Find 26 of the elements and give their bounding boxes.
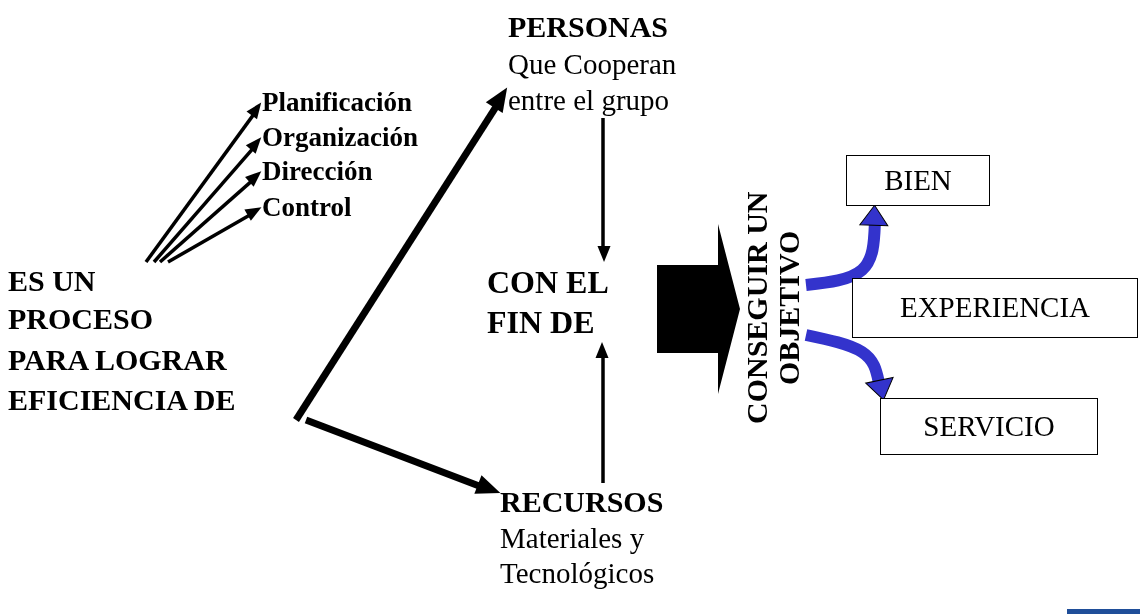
caption-text: Materiales y Tecnológicos [500, 521, 656, 591]
arrow [144, 102, 262, 264]
bold-label: Dirección [262, 155, 373, 187]
bold-label: Control [262, 191, 352, 223]
arrow [167, 207, 262, 264]
heading-text: PERSONAS [508, 9, 670, 45]
arrow [158, 171, 262, 264]
bold-label: Organización [262, 121, 418, 153]
label-box: BIEN [846, 155, 990, 206]
arrow [293, 87, 508, 422]
vertical-label: CONSEGUIR UN OBJETIVO [740, 180, 806, 435]
heading-text: RECURSOS [500, 484, 665, 520]
bold-label: CON EL FIN DE [487, 262, 657, 342]
caption-text: Que Cooperan entre el grupo [508, 47, 678, 118]
arrow [304, 416, 501, 494]
arrow [595, 342, 609, 483]
arrow [152, 137, 262, 264]
label-box: EXPERIENCIA [852, 278, 1138, 338]
arrow [597, 118, 611, 262]
label-box: SERVICIO [880, 398, 1098, 455]
bold-label: Planificación [262, 86, 412, 118]
block-arrow [657, 224, 740, 394]
bold-label: ES UN PROCESO [8, 262, 183, 338]
bold-label: PARA LOGRAR EFICIENCIA DE [8, 340, 338, 420]
curved-arrow [805, 204, 889, 291]
curved-arrow [804, 329, 894, 401]
